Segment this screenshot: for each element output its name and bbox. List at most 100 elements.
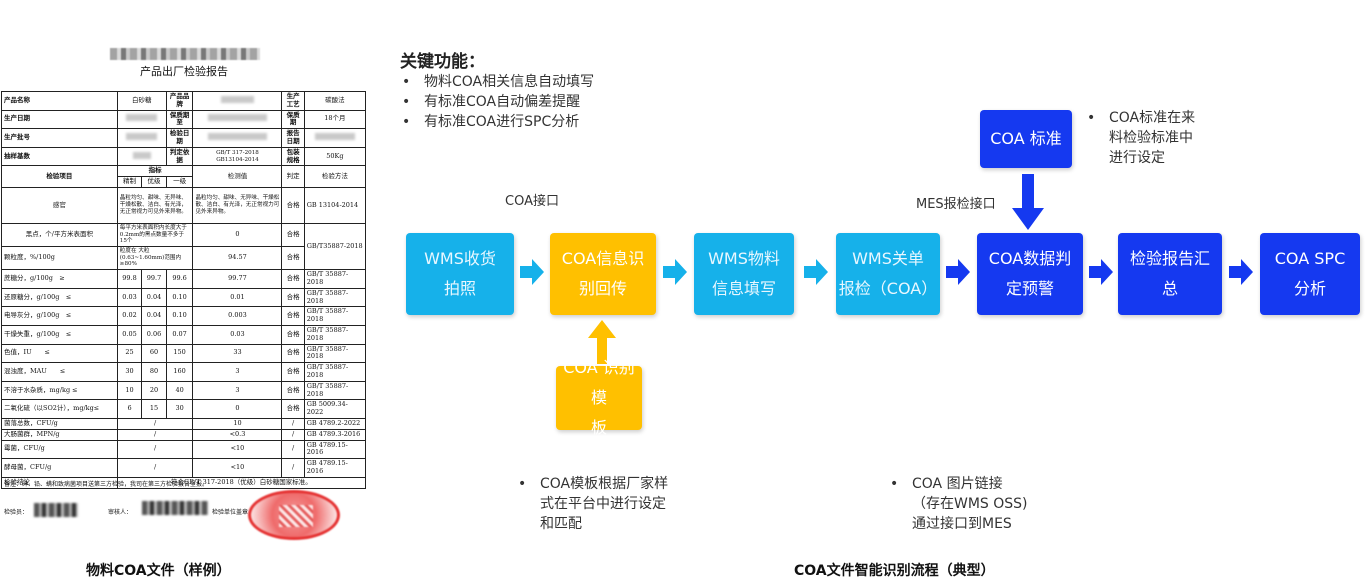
header-value: 碳酸法 — [303, 91, 367, 111]
grade-cell: 0.10 — [165, 306, 194, 326]
measured-cell: 0.01 — [192, 287, 283, 308]
table-row: 菌落总数，CFU/g/10/GB 4789.2-2022 — [1, 417, 367, 430]
header-value-redacted — [116, 128, 167, 148]
header-label: 产品品牌 — [165, 91, 194, 111]
coa-document-sample: 产品出厂检验报告 产品名称 白砂糖 产品品牌 生产工艺 碳酸法 生产日期 保质期… — [0, 48, 368, 573]
measured-cell: 99.77 — [192, 269, 283, 289]
item-cell: 色值，IU ≤ — [1, 343, 118, 364]
col-header-verdict: 判定 — [281, 165, 305, 188]
coa-standard-box: COA 标准 — [980, 110, 1072, 168]
grade-cell: 20 — [141, 380, 167, 401]
header-value: 50Kg — [303, 146, 367, 167]
col-header-method: 检验方法 — [303, 165, 367, 188]
item-cell: 混浊度，MAU ≤ — [1, 362, 118, 382]
col-header-grade: 精制 — [116, 176, 143, 188]
method-cell: GB 13104-2014 — [303, 186, 367, 224]
spec-cell: / — [116, 417, 194, 430]
coa-interface-label: COA接口 — [505, 194, 559, 209]
header-row: 生产批号 检验日期 报告日期 — [1, 128, 367, 148]
method-cell: GB 4789.15-2016 — [303, 439, 367, 460]
arrow-up-icon — [588, 320, 616, 364]
header-label: 包装规格 — [281, 146, 305, 167]
verdict-cell: / — [281, 439, 305, 460]
measured-cell: <10 — [192, 458, 283, 478]
flow-step-wms-receive: WMS收货拍照 — [406, 233, 514, 315]
header-value-redacted — [303, 128, 367, 148]
col-header-measured: 检测值 — [192, 165, 283, 188]
reviewer-label: 审核人： — [108, 509, 133, 516]
method-cell: GB/T 35887-2018 — [303, 362, 367, 382]
measured-cell: 0.03 — [192, 324, 283, 345]
key-function-item: 物料COA相关信息自动填写 — [400, 72, 594, 92]
verdict-cell: 合格 — [281, 324, 305, 345]
verdict-cell: 合格 — [281, 306, 305, 326]
measured-cell: 晶粒均匀、甜味、无异味、干燥松散、洁白、有光泽，无正常视力可见外来异物。 — [192, 186, 283, 224]
conclusion-row: 检验结论 符合GB/T 317-2018（优级）白砂糖国家标准。 — [1, 476, 367, 489]
coa-template-box: COA 识别模板 — [556, 358, 642, 437]
item-cell: 黑点，个/平方米表面积 — [1, 222, 118, 248]
flow-step-wms-close: WMS关单报检（COA） — [836, 233, 940, 315]
grade-cell: 0.05 — [116, 324, 143, 345]
grade-cell: 99.8 — [116, 269, 143, 289]
conclusion-text: 符合GB/T 317-2018（优级）白砂糖国家标准。 — [116, 476, 367, 489]
header-value-redacted — [192, 109, 283, 130]
verdict-cell: 合格 — [281, 399, 305, 419]
measured-cell: 0 — [192, 222, 283, 248]
item-cell: 酵母菌，CFU/g — [1, 458, 118, 478]
table-row: 大肠菌群，MPN/g/<0.3/GB 4789.3-2016 — [1, 428, 367, 441]
method-cell: GB/T 35887-2018 — [303, 380, 367, 401]
header-label: 生产工艺 — [281, 91, 305, 111]
coa-standard-label: COA 标准 — [990, 129, 1062, 148]
grade-cell: 60 — [141, 343, 167, 364]
measured-cell: 3 — [192, 362, 283, 382]
left-caption: 物料COA文件（样例） — [86, 563, 231, 579]
header-label: 生产日期 — [1, 109, 118, 130]
verdict-cell: 合格 — [281, 343, 305, 364]
item-cell: 还原糖分，g/100g ≤ — [1, 287, 118, 308]
item-cell: 菌落总数，CFU/g — [1, 417, 118, 430]
header-row: 抽样基数 判定依据 GB/T 317-2018 GB13104-2014 包装规… — [1, 146, 367, 167]
verdict-cell: / — [281, 417, 305, 430]
arrow-right-icon — [946, 259, 970, 285]
item-cell: 颗粒度，%/100g — [1, 246, 118, 271]
coa-table: 产品名称 白砂糖 产品品牌 生产工艺 碳酸法 生产日期 保质期至 保质期 18个… — [1, 91, 367, 489]
header-value: 白砂糖 — [116, 91, 167, 111]
grade-cell: 40 — [165, 380, 194, 401]
header-label: 检验日期 — [165, 128, 194, 148]
measured-cell: <10 — [192, 439, 283, 460]
flow-step-coa-recognize: COA信息识别回传 — [550, 233, 656, 315]
method-cell: GB/T 35887-2018 — [303, 306, 367, 326]
grade-cell: 0.03 — [116, 287, 143, 308]
method-cell: GB/T 35887-2018 — [303, 343, 367, 364]
item-cell: 不溶于水杂质，mg/kg ≤ — [1, 380, 118, 401]
header-label: 生产批号 — [1, 128, 118, 148]
key-functions-list: 物料COA相关信息自动填写 有标准COA自动偏差提醒 有标准COA进行SPC分析 — [400, 72, 594, 132]
grade-cell: 10 — [116, 380, 143, 401]
measured-cell: 3 — [192, 380, 283, 401]
header-value-redacted — [192, 128, 283, 148]
header-value: GB/T 317-2018 GB13104-2014 — [192, 146, 283, 167]
spec-cell: / — [116, 439, 194, 460]
image-link-notes: COA 图片链接（存在WMS OSS)通过接口到MES — [888, 474, 1028, 534]
key-function-item: 有标准COA进行SPC分析 — [400, 112, 594, 132]
measured-cell: 94.57 — [192, 246, 283, 271]
header-value: 18个月 — [303, 109, 367, 130]
image-link-note: COA 图片链接（存在WMS OSS)通过接口到MES — [888, 474, 1028, 534]
spec-cell: 每平方米表面积内长度大于0.2mm的黑点数量不多于15个 — [116, 222, 194, 248]
method-cell: GB/T 35887-2018 — [303, 287, 367, 308]
grade-cell: 80 — [141, 362, 167, 382]
col-header-grade: 一级 — [165, 176, 194, 188]
reviewer-signature — [142, 501, 208, 515]
arrow-right-icon — [804, 259, 828, 285]
company-stamp — [248, 490, 340, 540]
header-label: 保质期至 — [165, 109, 194, 130]
item-cell: 干燥失重，g/100g ≤ — [1, 324, 118, 345]
arrow-right-icon — [1229, 259, 1253, 285]
